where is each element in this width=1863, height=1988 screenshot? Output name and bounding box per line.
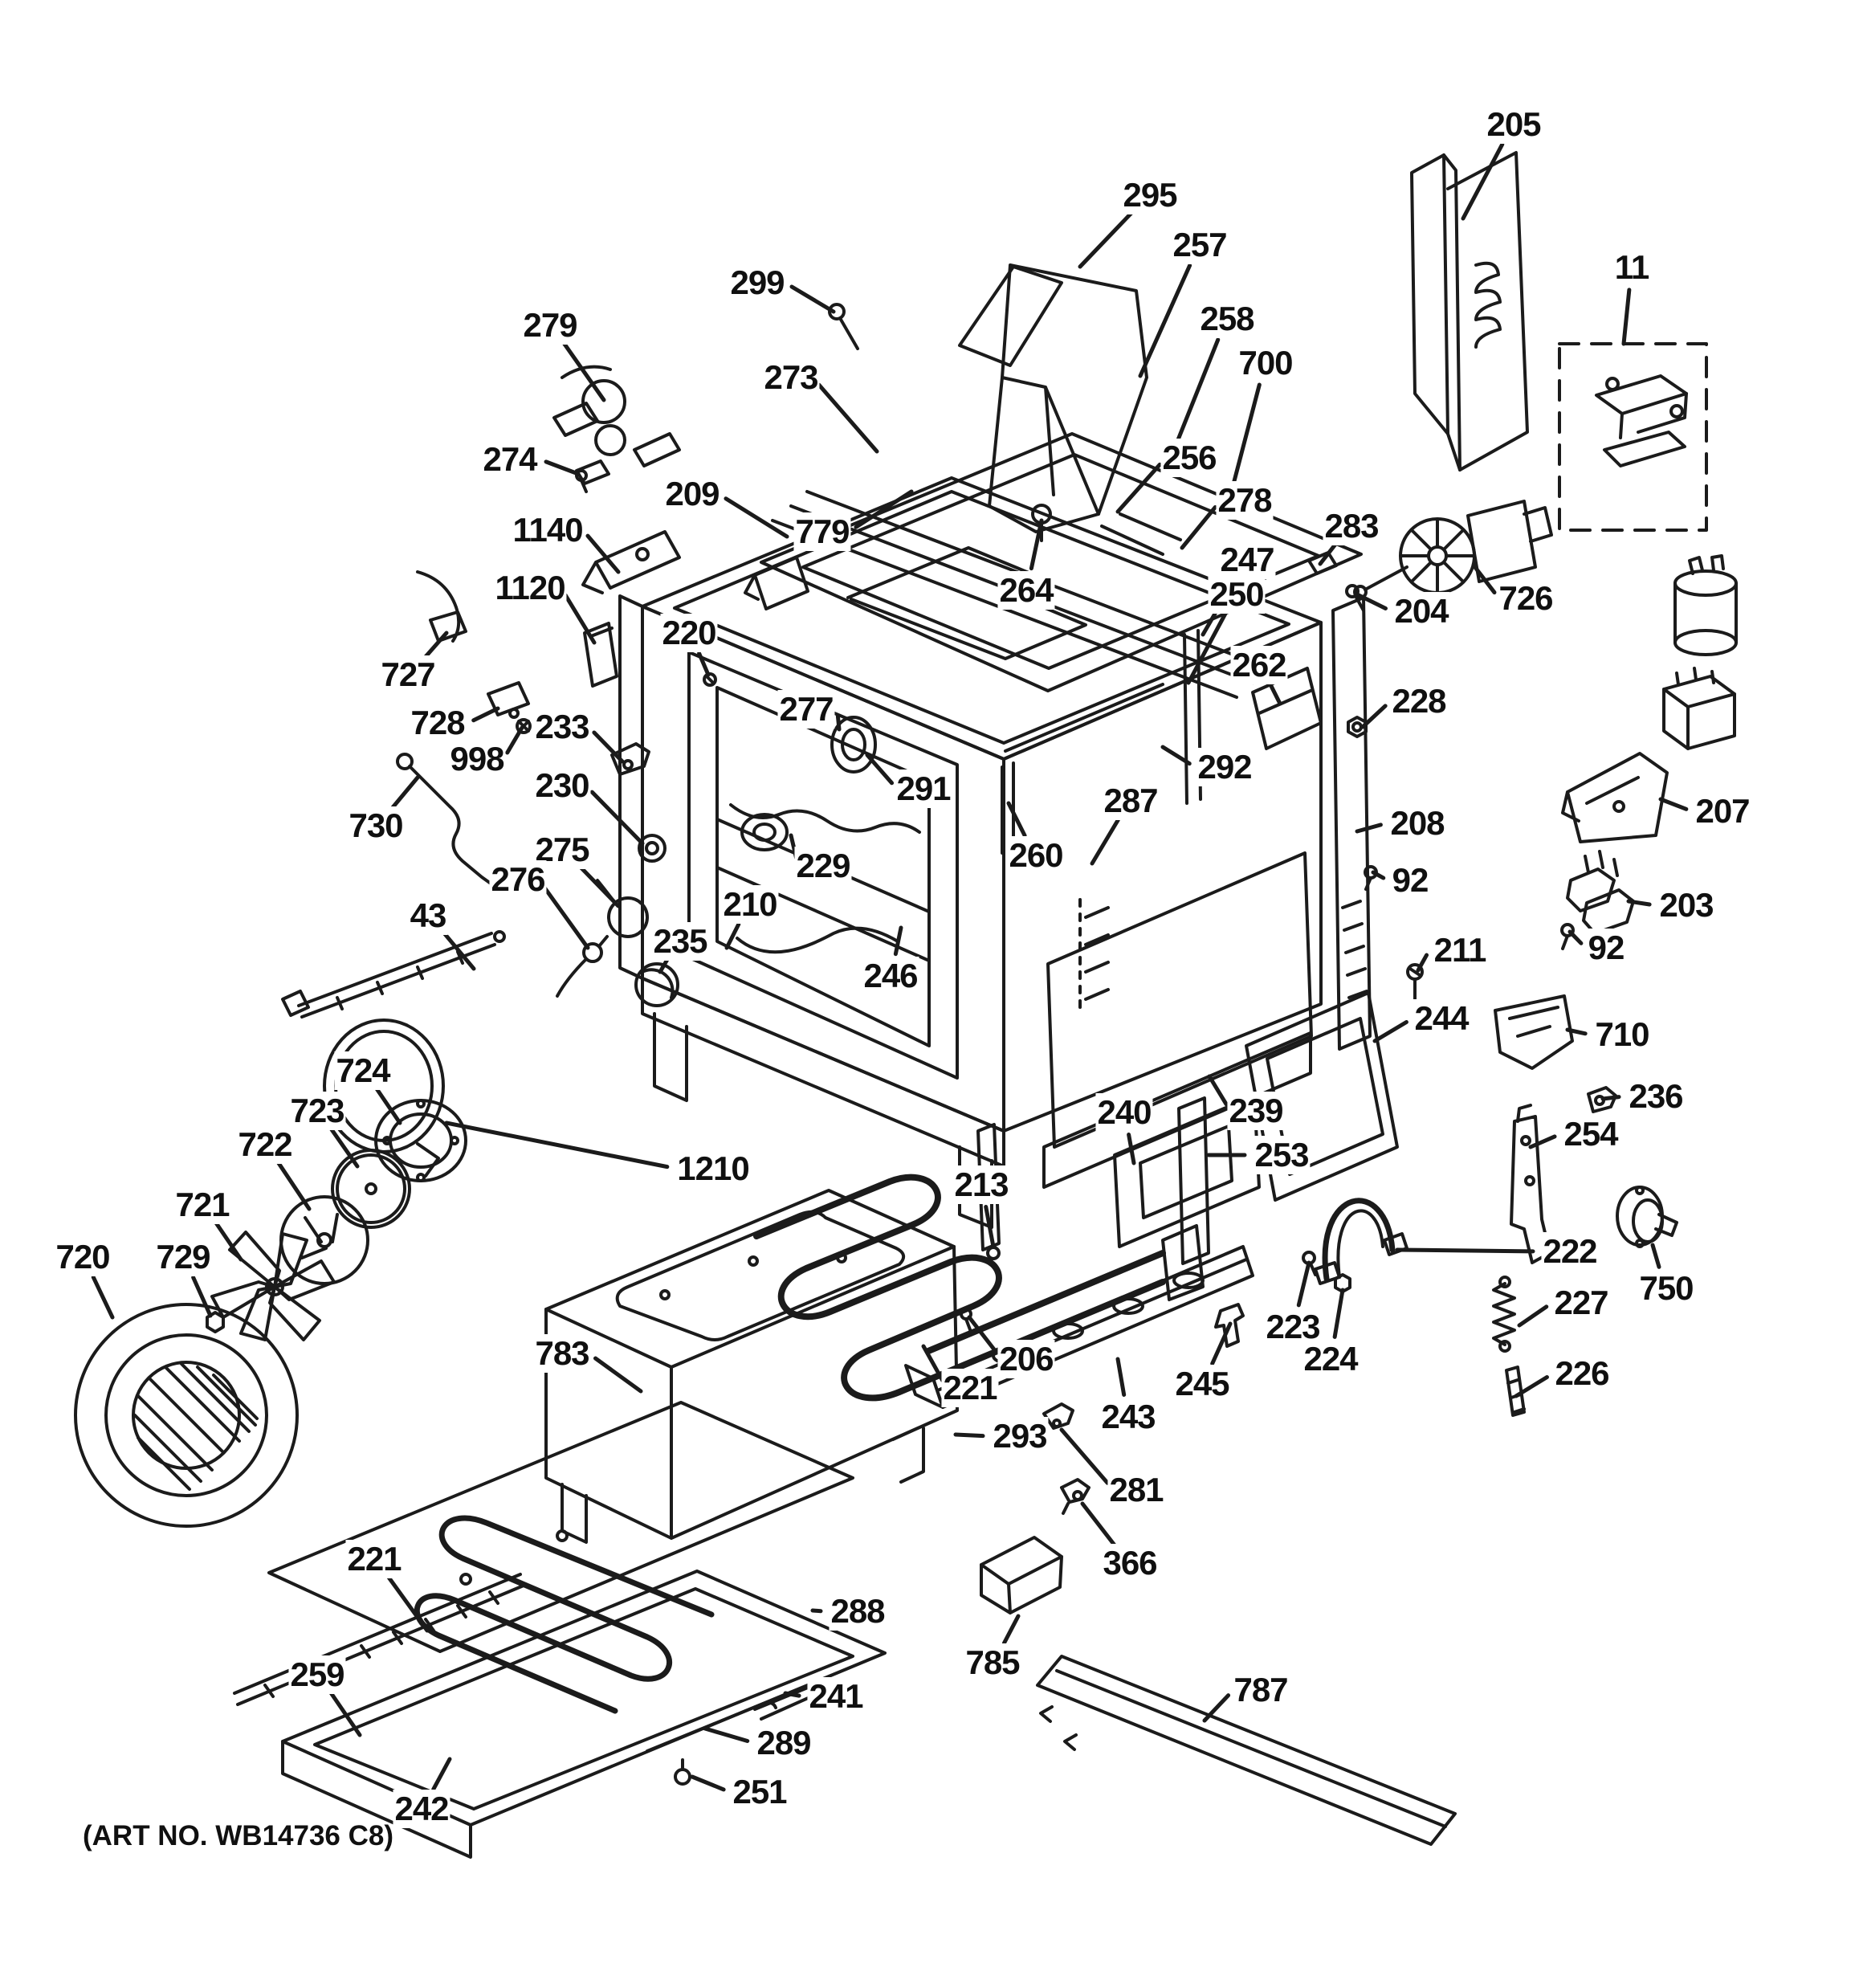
part-label-722: 722: [236, 1125, 294, 1164]
part-label-211: 211: [1432, 931, 1488, 970]
art-number: (ART NO. WB14736 C8): [83, 1820, 394, 1851]
part-label-92: 92: [1586, 929, 1626, 967]
part-label-289: 289: [755, 1724, 813, 1762]
part-label-728: 728: [409, 704, 467, 742]
part-label-92: 92: [1390, 861, 1430, 900]
part-label-283: 283: [1323, 507, 1380, 545]
part-label-228: 228: [1390, 682, 1448, 720]
part-label-783: 783: [533, 1334, 591, 1373]
part-label-209: 209: [663, 475, 721, 513]
part-label-245: 245: [1173, 1365, 1231, 1403]
part-label-220: 220: [660, 614, 718, 652]
part-label-723: 723: [288, 1092, 346, 1130]
part-label-292: 292: [1196, 748, 1254, 786]
part-label-264: 264: [997, 571, 1055, 610]
part-label-277: 277: [777, 690, 835, 729]
part-label-998: 998: [448, 740, 506, 778]
part-label-250: 250: [1208, 575, 1266, 614]
part-label-256: 256: [1160, 439, 1218, 477]
part-label-293: 293: [991, 1417, 1049, 1455]
part-label-221: 221: [941, 1369, 999, 1407]
part-label-720: 720: [54, 1238, 112, 1276]
part-label-727: 727: [379, 655, 437, 694]
part-label-247: 247: [1218, 541, 1276, 579]
part-label-785: 785: [964, 1643, 1021, 1682]
part-label-213: 213: [952, 1165, 1010, 1204]
part-label-726: 726: [1497, 579, 1555, 618]
part-label-291: 291: [895, 769, 952, 808]
part-label-254: 254: [1562, 1115, 1620, 1153]
part-label-206: 206: [997, 1340, 1055, 1378]
part-label-273: 273: [762, 358, 820, 397]
part-label-278: 278: [1216, 481, 1274, 520]
part-label-242: 242: [393, 1790, 450, 1828]
part-label-279: 279: [521, 306, 579, 345]
part-label-208: 208: [1388, 804, 1446, 843]
part-label-226: 226: [1553, 1354, 1611, 1393]
part-label-43: 43: [408, 896, 448, 935]
part-label-244: 244: [1413, 999, 1470, 1038]
part-label-724: 724: [334, 1051, 392, 1090]
part-label-207: 207: [1694, 792, 1751, 831]
part-label-230: 230: [533, 766, 591, 805]
part-label-239: 239: [1227, 1092, 1285, 1130]
part-label-730: 730: [347, 806, 405, 845]
part-label-274: 274: [481, 440, 539, 479]
part-label-257: 257: [1171, 226, 1229, 264]
part-label-1120: 1120: [493, 569, 567, 607]
part-label-287: 287: [1102, 782, 1160, 820]
part-label-258: 258: [1198, 300, 1256, 338]
part-label-227: 227: [1552, 1284, 1610, 1322]
part-label-246: 246: [862, 957, 919, 995]
part-label-262: 262: [1230, 646, 1288, 684]
part-label-11: 11: [1612, 248, 1651, 287]
part-label-1210: 1210: [675, 1149, 751, 1188]
part-label-779: 779: [793, 512, 851, 551]
part-label-276: 276: [489, 860, 547, 899]
part-label-259: 259: [288, 1655, 346, 1694]
part-label-236: 236: [1627, 1077, 1685, 1116]
part-label-260: 260: [1007, 836, 1065, 875]
part-label-281: 281: [1107, 1471, 1165, 1509]
part-label-221: 221: [345, 1540, 403, 1578]
part-label-229: 229: [794, 847, 852, 885]
part-label-729: 729: [154, 1238, 212, 1276]
part-label-288: 288: [829, 1592, 887, 1631]
part-label-1140: 1140: [511, 511, 585, 549]
part-label-224: 224: [1302, 1340, 1360, 1378]
part-label-251: 251: [731, 1773, 789, 1811]
part-label-295: 295: [1121, 176, 1179, 214]
part-label-223: 223: [1264, 1308, 1322, 1346]
part-label-210: 210: [721, 885, 779, 924]
part-label-243: 243: [1099, 1398, 1157, 1436]
part-label-203: 203: [1657, 886, 1715, 925]
part-label-253: 253: [1253, 1136, 1311, 1174]
part-label-205: 205: [1485, 105, 1543, 144]
part-label-222: 222: [1541, 1232, 1599, 1271]
part-label-750: 750: [1637, 1269, 1695, 1308]
part-label-700: 700: [1237, 344, 1294, 382]
part-label-366: 366: [1101, 1544, 1159, 1582]
part-label-787: 787: [1232, 1671, 1290, 1709]
part-label-233: 233: [533, 708, 591, 746]
part-label-240: 240: [1095, 1093, 1153, 1132]
part-label-235: 235: [651, 922, 709, 961]
part-label-241: 241: [807, 1677, 865, 1716]
part-label-299: 299: [728, 263, 786, 302]
part-label-710: 710: [1593, 1015, 1651, 1054]
part-label-204: 204: [1392, 592, 1450, 631]
part-label-721: 721: [173, 1186, 231, 1224]
